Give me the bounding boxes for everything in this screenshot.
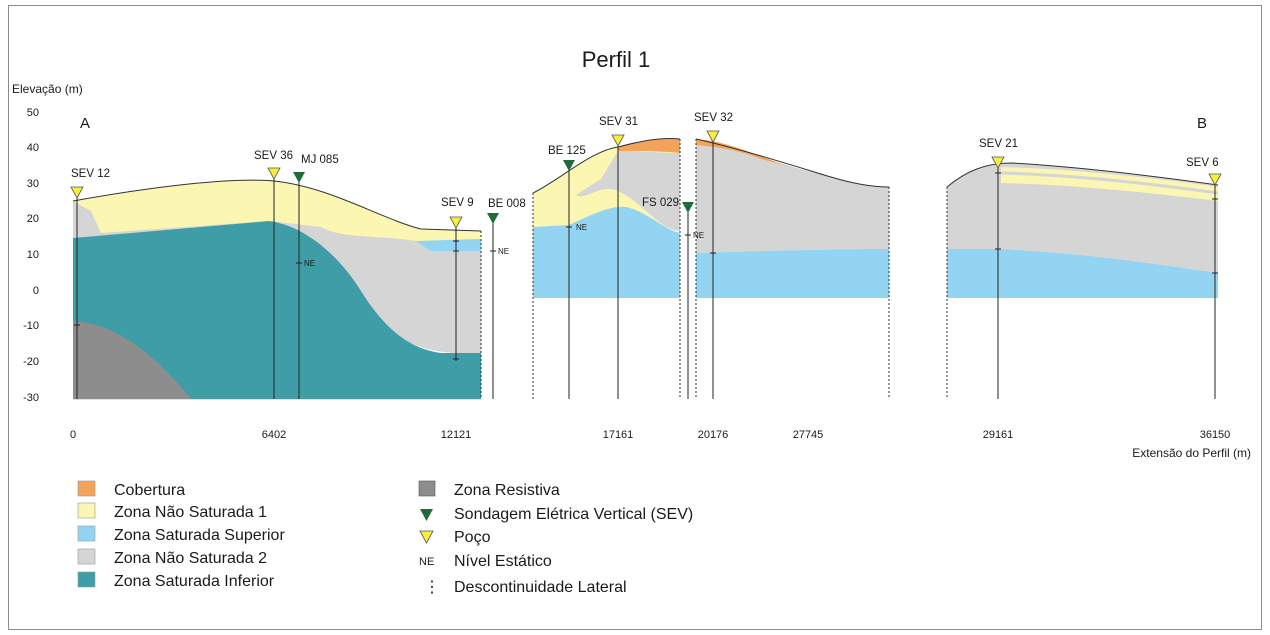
feature-label-sev36: SEV 36 (254, 150, 293, 162)
y-tick-minus10: -10 (23, 320, 39, 332)
ne-marker: NE (576, 223, 587, 232)
x-tick-17161: 17161 (603, 429, 634, 441)
legend-label-resistiva: Zona Resistiva (454, 482, 560, 499)
y-axis-ticks: 50 40 30 20 10 0 -10 -20 -30 (23, 107, 39, 404)
feature-label-mj085: MJ 085 (301, 154, 339, 166)
legend-swatch-cobertura (77, 480, 96, 497)
profile-section-1 (72, 179, 482, 400)
feature-label-sev21: SEV 21 (979, 138, 1018, 150)
feature-sev6: SEV 6 (1186, 157, 1222, 399)
feature-sev36: SEV 36 (254, 150, 293, 399)
ne-marker: NE (304, 259, 315, 268)
zone-saturada-inferior-section-1 (73, 221, 481, 399)
legend-label-descontinuidade: Descontinuidade Lateral (454, 579, 627, 596)
legend-swatch-nao-saturada-1 (77, 502, 96, 519)
y-tick-0: 0 (33, 285, 39, 297)
x-tick-36150: 36150 (1200, 429, 1231, 441)
legend-label-ne: Nível Estático (454, 553, 552, 570)
feature-label-sev12: SEV 12 (71, 168, 110, 180)
feature-fs029: NE FS 029 (642, 197, 704, 399)
figure-title: Perfil 1 (582, 47, 650, 72)
profile-section-4 (946, 162, 1219, 399)
feature-sev9: SEV 9 (441, 197, 474, 361)
feature-sev31: SEV 31 (599, 116, 638, 399)
x-tick-27745: 27745 (793, 429, 824, 441)
zone-saturada-superior-section-4 (947, 249, 1218, 298)
x-tick-20176: 20176 (698, 429, 729, 441)
x-tick-6402: 6402 (262, 429, 286, 441)
legend-label-saturada-superior: Zona Saturada Superior (114, 527, 285, 544)
profile-start-label: A (80, 115, 90, 132)
feature-be125: NE BE 125 (548, 145, 587, 399)
legend-label-cobertura: Cobertura (114, 482, 185, 499)
feature-label-be125: BE 125 (548, 145, 586, 157)
ne-marker: NE (693, 231, 704, 240)
y-tick-30: 30 (27, 178, 39, 190)
sev-marker-icon (487, 213, 499, 224)
zone-resistiva-section-1 (73, 321, 191, 399)
feature-sev21: SEV 21 (979, 138, 1018, 399)
poco-marker-icon (449, 216, 463, 229)
feature-label-sev31: SEV 31 (599, 116, 638, 128)
profile-section-2 (532, 138, 681, 399)
legend-descontinuidade-icon: ⋮ (424, 579, 440, 596)
x-tick-0: 0 (70, 429, 76, 441)
poco-marker-icon (1208, 173, 1222, 186)
poco-marker-icon (70, 186, 84, 199)
legend-label-poco: Poço (454, 529, 491, 546)
feature-mj085: NE MJ 085 (293, 154, 339, 399)
poco-marker-icon (706, 130, 720, 143)
legend-ne-symbol: NE (419, 556, 434, 568)
feature-label-be008: BE 008 (488, 198, 526, 210)
y-tick-minus20: -20 (23, 356, 39, 368)
profile-section-3 (695, 138, 890, 399)
y-tick-50: 50 (27, 107, 39, 119)
x-axis-ticks: 0 6402 12121 17161 20176 27745 29161 361… (70, 429, 1230, 441)
feature-label-sev6: SEV 6 (1186, 157, 1219, 169)
legend-label-sev: Sondagem Elétrica Vertical (SEV) (454, 506, 693, 523)
sev-marker-icon (563, 160, 575, 171)
zone-saturada-superior-section-3 (696, 249, 889, 298)
legend-label-nao-saturada-1: Zona Não Saturada 1 (114, 504, 267, 521)
feature-label-sev9: SEV 9 (441, 197, 474, 209)
legend-swatch-saturada-inferior (77, 571, 96, 588)
sev-marker-icon (420, 509, 433, 521)
poco-marker-icon (611, 134, 625, 147)
feature-label-sev32: SEV 32 (694, 112, 733, 124)
zone-nao-saturada-1-section-1 (73, 180, 481, 241)
y-tick-10: 10 (27, 249, 39, 261)
figure-frame: Perfil 1 Elevação (m) Extensão do Perfil… (8, 5, 1262, 630)
ne-marker: NE (498, 247, 509, 256)
poco-marker-icon (991, 156, 1005, 169)
legend-swatch-resistiva (418, 480, 436, 497)
legend-label-nao-saturada-2: Zona Não Saturada 2 (114, 550, 267, 567)
feature-be008: NE BE 008 (487, 198, 526, 399)
legend-swatch-nao-saturada-2 (77, 548, 96, 565)
zone-nao-saturada-2-section-3 (696, 141, 889, 253)
y-tick-minus30: -30 (23, 392, 39, 404)
legend-swatch-saturada-superior (77, 525, 96, 542)
legend: Cobertura Zona Não Saturada 1 Zona Satur… (77, 480, 693, 596)
y-tick-40: 40 (27, 142, 39, 154)
zone-nao-saturada-2-section-2 (576, 151, 680, 231)
poco-marker-icon (267, 167, 281, 180)
zone-cobertura-section-2 (618, 138, 680, 153)
legend-label-saturada-inferior: Zona Saturada Inferior (114, 573, 275, 590)
feature-label-fs029: FS 029 (642, 197, 679, 209)
profile-end-label: B (1197, 115, 1207, 132)
y-axis-label: Elevação (m) (12, 82, 83, 96)
x-axis-label: Extensão do Perfil (m) (1132, 446, 1251, 460)
feature-sev32: SEV 32 (694, 112, 733, 399)
geological-profile-figure: Perfil 1 Elevação (m) Extensão do Perfil… (12, 47, 1251, 596)
poco-marker-icon (419, 530, 434, 544)
zone-saturada-superior-section-2 (533, 206, 680, 298)
sev-marker-icon (682, 202, 694, 213)
zone-cobertura-section-3 (696, 139, 791, 167)
x-tick-12121: 12121 (441, 429, 472, 441)
x-tick-29161: 29161 (983, 429, 1014, 441)
y-tick-20: 20 (27, 213, 39, 225)
sev-marker-icon (293, 172, 305, 183)
feature-sev12: SEV 12 (70, 168, 110, 399)
